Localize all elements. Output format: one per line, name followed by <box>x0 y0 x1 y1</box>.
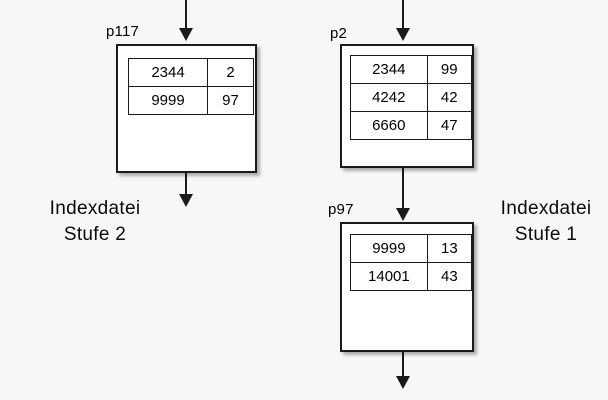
arrow-shaft <box>402 352 404 378</box>
entry-key: 9999 <box>128 86 208 115</box>
caption-left: Indexdatei Stufe 2 <box>10 196 180 248</box>
arrow-head-icon <box>179 28 193 41</box>
table-row[interactable]: 9999 13 <box>350 234 473 263</box>
table-row[interactable]: 14001 43 <box>350 262 473 291</box>
entry-key: 9999 <box>350 234 428 263</box>
table-row[interactable]: 2344 2 <box>128 58 254 87</box>
arrow-shaft <box>185 172 187 196</box>
caption-left-line1: Indexdatei <box>49 198 141 219</box>
caption-right-line2: Stufe 1 <box>514 224 578 246</box>
arrow-shaft <box>185 0 187 30</box>
table-row[interactable]: 2344 99 <box>350 55 473 84</box>
entry-pointer: 43 <box>426 262 473 291</box>
node-p2[interactable]: 2344 99 4242 42 6660 47 <box>340 44 474 168</box>
entry-pointer: 42 <box>426 83 473 112</box>
node-label-p97: p97 <box>328 201 354 218</box>
table-row[interactable]: 6660 47 <box>350 111 473 140</box>
arrow-head-icon <box>179 194 193 207</box>
entry-table-p117: 2344 2 9999 97 <box>128 58 254 115</box>
arrow-head-icon <box>396 28 410 41</box>
node-p117[interactable]: 2344 2 9999 97 <box>116 44 257 173</box>
caption-left-line2: Stufe 2 <box>63 224 127 246</box>
node-label-p2: p2 <box>330 25 348 42</box>
entry-key: 2344 <box>350 55 428 84</box>
node-p97[interactable]: 9999 13 14001 43 <box>340 222 474 352</box>
caption-right: Indexdatei Stufe 1 <box>488 196 604 248</box>
entry-pointer: 2 <box>207 58 254 87</box>
entry-pointer: 13 <box>426 234 473 263</box>
arrow-shaft <box>402 0 404 30</box>
node-label-p117: p117 <box>106 23 140 40</box>
table-row[interactable]: 9999 97 <box>128 86 254 115</box>
entry-key: 2344 <box>128 58 208 87</box>
entry-pointer: 99 <box>426 55 473 84</box>
entry-key: 4242 <box>350 83 428 112</box>
entry-pointer: 97 <box>207 86 254 115</box>
entry-key: 6660 <box>350 111 428 140</box>
arrow-head-icon <box>396 376 410 389</box>
entry-table-p2: 2344 99 4242 42 6660 47 <box>350 55 473 140</box>
arrow-shaft <box>402 168 404 210</box>
caption-right-line1: Indexdatei <box>500 198 592 219</box>
entry-pointer: 47 <box>426 111 473 140</box>
table-row[interactable]: 4242 42 <box>350 83 473 112</box>
entry-key: 14001 <box>350 262 428 291</box>
arrow-head-icon <box>396 208 410 221</box>
entry-table-p97: 9999 13 14001 43 <box>350 234 473 291</box>
